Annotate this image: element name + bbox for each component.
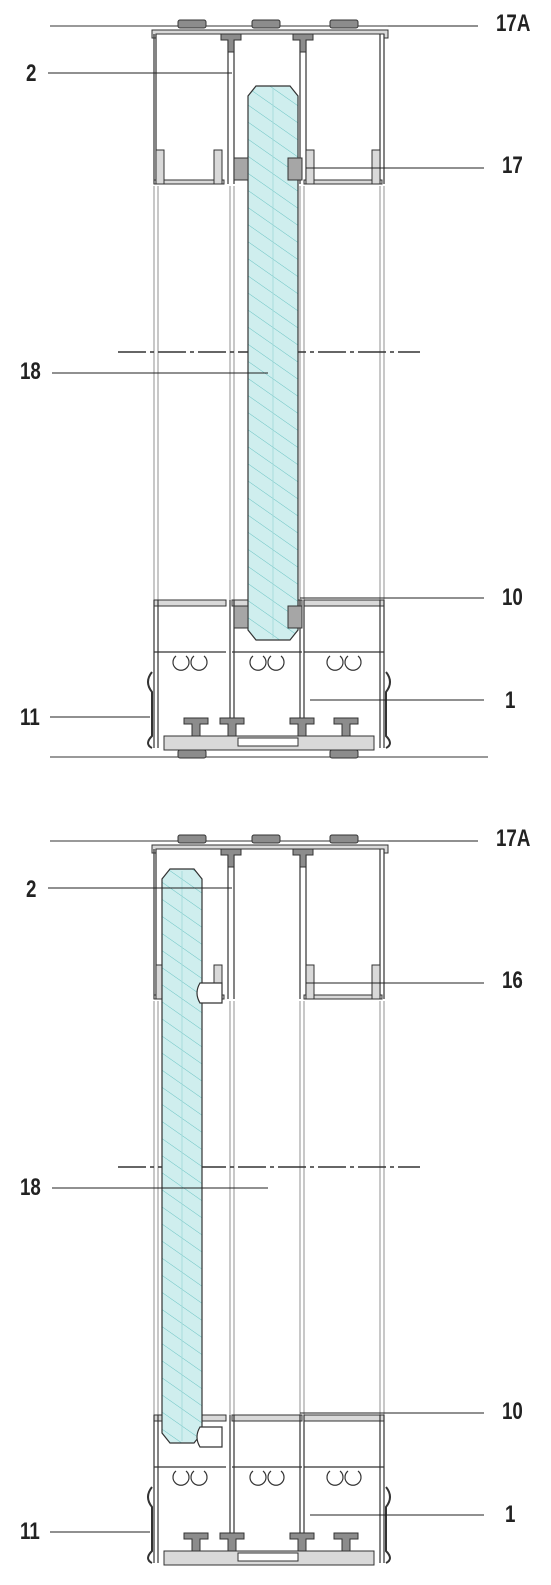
base-tee-0 [183, 717, 209, 737]
top-hook-r-1 [371, 149, 381, 185]
base-tee-2 [289, 717, 315, 737]
top-lip-1 [303, 179, 383, 185]
bottom-top-lip-0 [153, 599, 227, 607]
top-cap-3 [329, 19, 359, 29]
top-tee-0 [220, 33, 242, 53]
base-tee-0 [183, 1532, 209, 1552]
callout-11-top: 11 [20, 704, 40, 731]
top-hook-l-1 [305, 964, 315, 1000]
bottom-clip-2 [326, 655, 362, 671]
top-tee-1 [292, 33, 314, 53]
callout-17a-bottom: 17A [496, 825, 531, 852]
glazing-gasket-0 [233, 157, 249, 181]
glazing-gasket-3 [287, 605, 303, 629]
callout-17-top: 17 [502, 152, 523, 179]
top-rail-flange [151, 29, 389, 39]
bottom-clip-1 [249, 1470, 285, 1486]
base-tee-3 [333, 1532, 359, 1552]
top-tee-0 [220, 848, 242, 868]
callout-1-top: 1 [505, 687, 516, 714]
callout-2-bottom: 2 [26, 876, 37, 903]
top-tee-1 [292, 848, 314, 868]
base-cap-1 [329, 749, 359, 759]
top-cap-1 [177, 19, 207, 29]
top-cap-2 [251, 19, 281, 29]
callout-11-bottom: 11 [20, 1518, 40, 1545]
vertical-frame-lines [153, 186, 385, 600]
glazing-gasket-1 [287, 157, 303, 181]
base-tee-1 [219, 1532, 245, 1552]
callout-10-bottom: 10 [502, 1398, 523, 1425]
top-lip-0 [153, 179, 225, 185]
callout-16-bottom: 16 [502, 967, 523, 994]
top-hook-r-0 [213, 149, 223, 185]
top-cap-3 [329, 834, 359, 844]
base-slot [237, 1552, 299, 1562]
base-cap-0 [177, 749, 207, 759]
section-bottom [48, 834, 484, 1566]
bottom-clip-1 [249, 655, 285, 671]
side-clip-right [385, 1486, 391, 1564]
side-clip-left [147, 671, 153, 749]
bottom-top-lip-2 [303, 1414, 385, 1422]
top-hook-l-0 [155, 149, 165, 185]
section-top [48, 19, 488, 759]
base-tee-2 [289, 1532, 315, 1552]
bottom-top-lip-1 [231, 1414, 303, 1422]
side-clip-right [385, 671, 391, 749]
glazing-clip-1 [196, 1426, 223, 1448]
glazing-gasket-2 [233, 605, 249, 629]
top-lip-1 [303, 994, 383, 1000]
callout-10-top: 10 [502, 584, 523, 611]
bottom-clip-0 [172, 1470, 208, 1486]
top-cap-2 [251, 834, 281, 844]
top-rail-flange [151, 844, 389, 854]
top-hook-r-1 [371, 964, 381, 1000]
callout-18-bottom: 18 [20, 1174, 41, 1201]
callout-2-top: 2 [26, 60, 37, 87]
base-tee-3 [333, 717, 359, 737]
base-tee-1 [219, 717, 245, 737]
top-rail-profile [151, 19, 389, 185]
base-slot [237, 737, 299, 747]
bottom-clip-2 [326, 1470, 362, 1486]
side-clip-left [147, 1486, 153, 1564]
glazing-clip-0 [196, 982, 223, 1004]
top-cap-1 [177, 834, 207, 844]
callout-1-bottom: 1 [505, 1501, 516, 1528]
callout-18-top: 18 [20, 358, 41, 385]
bottom-top-lip-2 [303, 599, 385, 607]
bottom-clip-0 [172, 655, 208, 671]
callout-17a-top: 17A [496, 10, 531, 37]
top-hook-l-1 [305, 149, 315, 185]
vertical-frame-lines [153, 1001, 385, 1415]
